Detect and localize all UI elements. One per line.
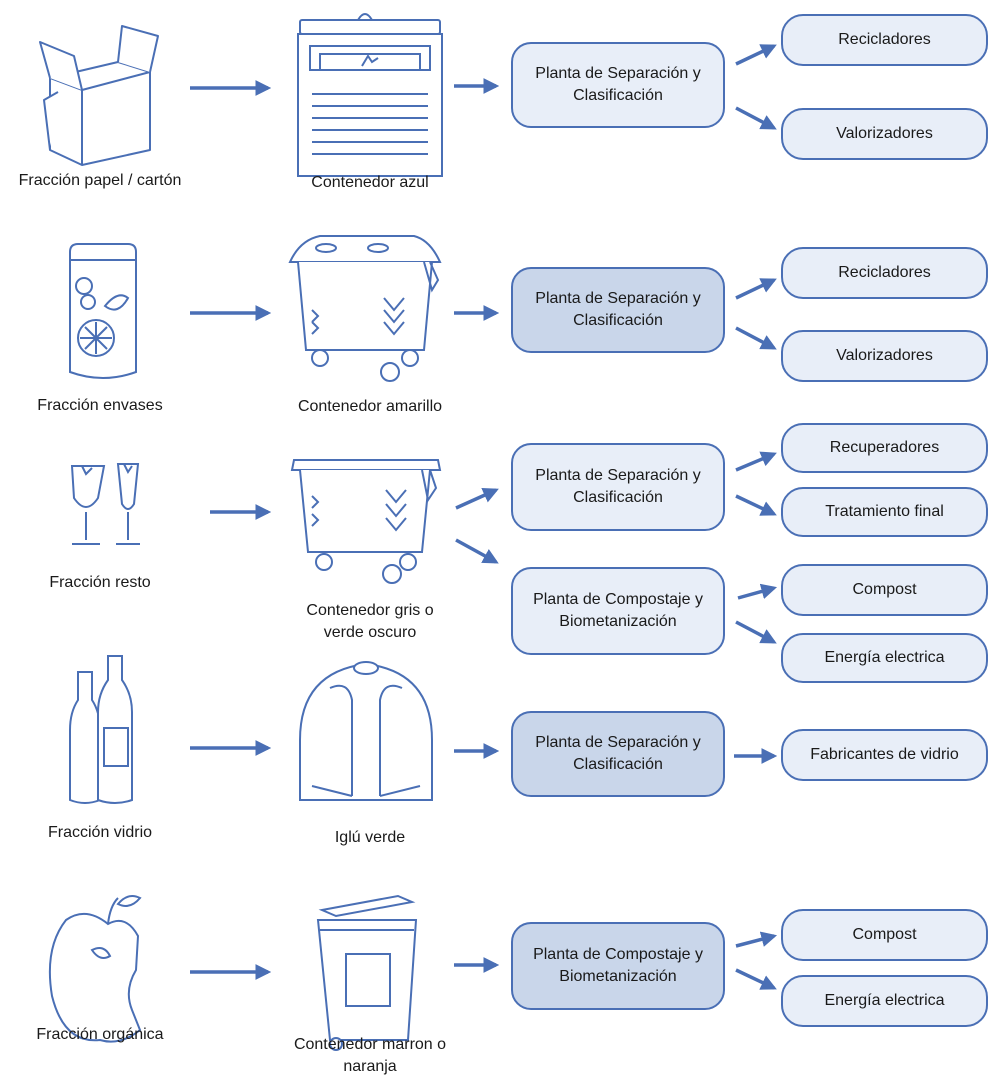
plant-box: Planta de Separación y Clasificación: [511, 267, 725, 353]
brown-container-icon: [316, 894, 418, 1051]
output-box: Energía electrica: [781, 633, 988, 683]
fraction-label: Fracción papel / cartón: [18, 172, 182, 189]
plant-box: Planta de Compostaje y Biometanización: [511, 922, 725, 1010]
output-box: Valorizadores: [781, 108, 988, 160]
broken-glasses-icon: [70, 463, 140, 545]
container-label: Contenedor marron o naranja: [293, 1036, 447, 1075]
output-box: Compost: [781, 909, 988, 961]
bottles-icon: [69, 655, 133, 804]
plant-box: Planta de Separación y Clasificación: [511, 443, 725, 531]
plant-box: Planta de Separación y Clasificación: [511, 711, 725, 797]
fraction-label: Fracción resto: [49, 574, 151, 591]
plant-box: Planta de Compostaje y Biometanización: [511, 567, 725, 655]
output-box: Recicladores: [781, 247, 988, 299]
arrows-plant-to-output: [734, 44, 778, 990]
output-box: Tratamiento final: [781, 487, 988, 537]
output-box: Energía electrica: [781, 975, 988, 1027]
apple-core-icon: [48, 895, 142, 1043]
output-box: Fabricantes de vidrio: [781, 729, 988, 781]
fraction-label: Fracción envases: [37, 397, 163, 414]
plant-box: Planta de Separación y Clasificación: [511, 42, 725, 128]
container-label: Contenedor gris o verde oscuro: [306, 602, 434, 641]
container-label: Iglú verde: [334, 829, 406, 846]
container-label: Contenedor amarillo: [297, 398, 443, 415]
fraction-label: Fracción orgánica: [36, 1026, 164, 1043]
output-box: Recicladores: [781, 14, 988, 66]
arrows-container-to-plant: [454, 78, 500, 973]
fraction-label: Fracción vidrio: [47, 824, 153, 841]
output-box: Recuperadores: [781, 423, 988, 473]
cardboard-box-icon: [39, 25, 159, 166]
output-box: Valorizadores: [781, 330, 988, 382]
yellow-container-icon: [288, 235, 442, 382]
output-box: Compost: [781, 564, 988, 616]
container-label: Contenedor azul: [311, 174, 429, 191]
arrows-fraction-to-container: [190, 80, 272, 980]
grey-container-icon: [290, 459, 442, 584]
green-igloo-icon: [299, 661, 433, 801]
blue-container-icon: [297, 13, 443, 177]
can-icon: [69, 243, 137, 379]
